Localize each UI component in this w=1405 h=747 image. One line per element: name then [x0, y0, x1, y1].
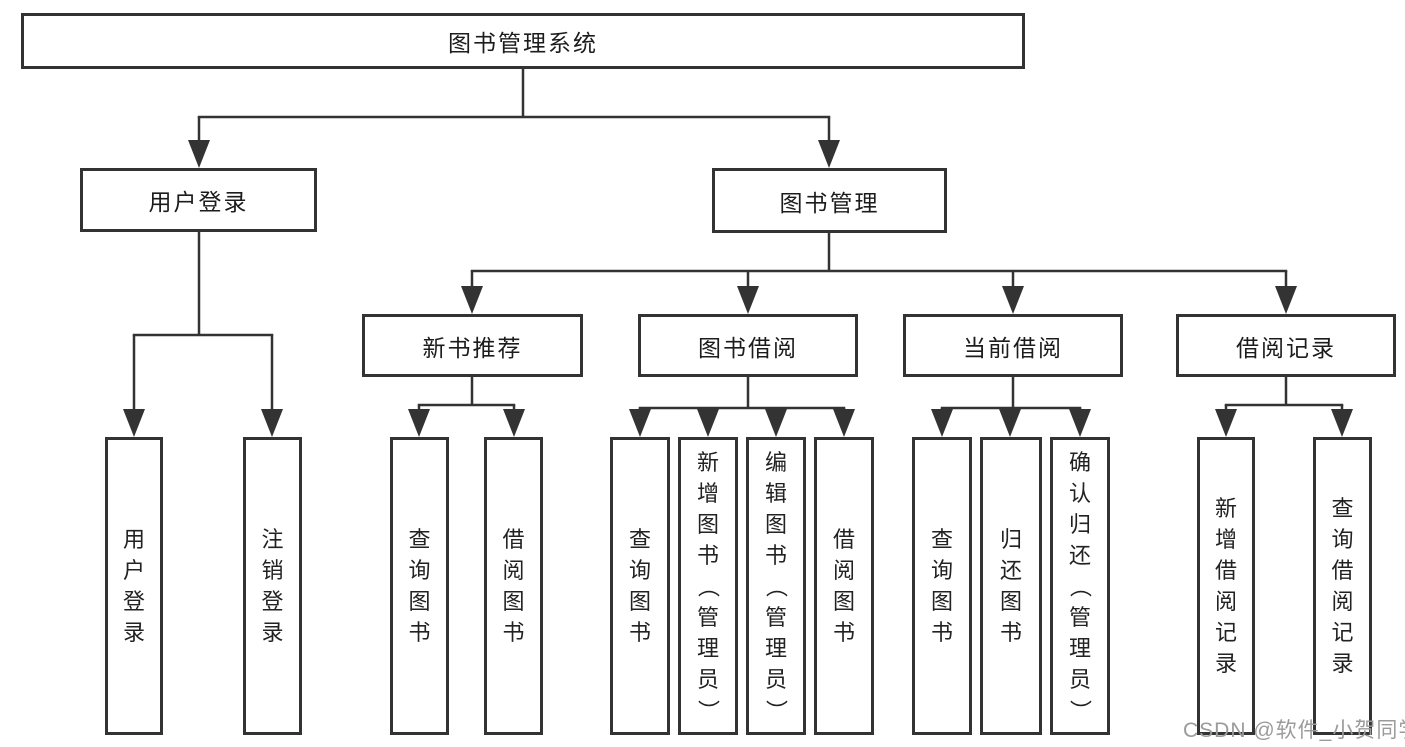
leaf-confirm-return-admin-label: 确认归还（管理员）	[1067, 449, 1093, 722]
leaf-return-books-label: 归还图书	[999, 527, 1022, 645]
csdn-watermark: CSDN @软件_小贺同学	[1183, 719, 1405, 742]
leaf-add-borrow-record-label: 新增借阅记录	[1214, 496, 1237, 676]
leaf-logout-label: 注销登录	[261, 527, 284, 645]
leaf-query-books-borrow: 查询图书	[610, 437, 670, 735]
leaf-query-borrow-record: 查询借阅记录	[1313, 437, 1372, 735]
leaf-add-books-admin: 新增图书（管理员）	[678, 437, 738, 735]
leaf-edit-books-admin: 编辑图书（管理员）	[746, 437, 806, 735]
node-book-management: 图书管理	[712, 168, 947, 233]
leaf-query-books-current: 查询图书	[912, 437, 972, 735]
leaf-query-books-borrow-label: 查询图书	[628, 527, 651, 645]
leaf-borrow-books-recommend: 借阅图书	[484, 437, 543, 735]
leaf-borrow-books: 借阅图书	[814, 437, 874, 735]
leaf-logout: 注销登录	[243, 437, 302, 735]
node-book-borrow: 图书借阅	[638, 314, 858, 377]
node-borrow-records: 借阅记录	[1176, 314, 1396, 377]
leaf-borrow-books-recommend-label: 借阅图书	[502, 527, 525, 645]
leaf-query-borrow-record-label: 查询借阅记录	[1331, 496, 1354, 676]
leaf-user-login-label: 用户登录	[122, 527, 145, 645]
leaf-query-books-recommend-label: 查询图书	[408, 527, 431, 645]
leaf-edit-books-admin-label: 编辑图书（管理员）	[763, 449, 789, 722]
leaf-query-books-current-label: 查询图书	[930, 527, 953, 645]
leaf-query-books-recommend: 查询图书	[390, 437, 449, 735]
leaf-add-borrow-record: 新增借阅记录	[1197, 437, 1255, 735]
leaf-user-login: 用户登录	[105, 437, 163, 735]
node-current-borrow: 当前借阅	[903, 314, 1123, 377]
leaf-confirm-return-admin: 确认归还（管理员）	[1050, 437, 1110, 735]
node-new-book-recommend: 新书推荐	[362, 314, 583, 377]
leaf-return-books: 归还图书	[980, 437, 1042, 735]
node-library-management-system: 图书管理系统	[21, 13, 1025, 69]
leaf-add-books-admin-label: 新增图书（管理员）	[695, 449, 721, 722]
node-user-login: 用户登录	[80, 168, 317, 232]
leaf-borrow-books-label: 借阅图书	[832, 527, 855, 645]
